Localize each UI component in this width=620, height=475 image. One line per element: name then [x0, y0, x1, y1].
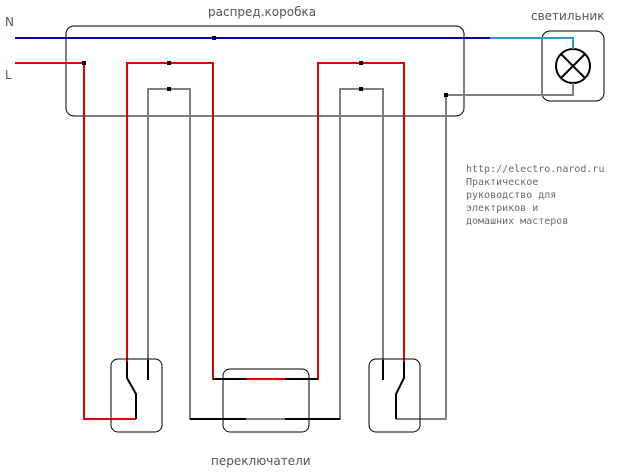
note-line-4: домашних мастеров — [466, 216, 568, 227]
note-line-3: электриков и — [466, 203, 538, 214]
traveller-grey-1 — [147, 88, 384, 420]
lamp-housing — [541, 30, 605, 102]
neutral-label: N — [5, 15, 14, 29]
junction-node — [212, 36, 216, 40]
junction-node — [359, 87, 363, 91]
junction-node — [167, 87, 171, 91]
line-wire — [15, 62, 136, 420]
junction-node — [359, 61, 363, 65]
note-line-2: руководство для — [466, 190, 556, 201]
junction-box — [65, 25, 465, 117]
switch-middle — [190, 368, 340, 433]
junction-node — [82, 61, 86, 65]
line-label: L — [5, 68, 12, 82]
switched-wire-to-lamp — [396, 83, 574, 420]
neutral-wire-to-lamp — [490, 37, 574, 49]
switch-right — [368, 358, 421, 433]
junction-box-label: распред.коробка — [208, 5, 316, 19]
switch-left — [110, 358, 163, 433]
junction-node — [167, 61, 171, 65]
junction-node — [444, 93, 448, 97]
note-url: http://electro.narod.ru — [466, 164, 604, 175]
traveller-red-1 — [126, 62, 405, 380]
switches-label: переключатели — [211, 454, 311, 468]
lamp-label: светильник — [531, 9, 604, 23]
note-line-1: Практическое — [466, 177, 538, 188]
lamp-icon — [555, 48, 591, 84]
